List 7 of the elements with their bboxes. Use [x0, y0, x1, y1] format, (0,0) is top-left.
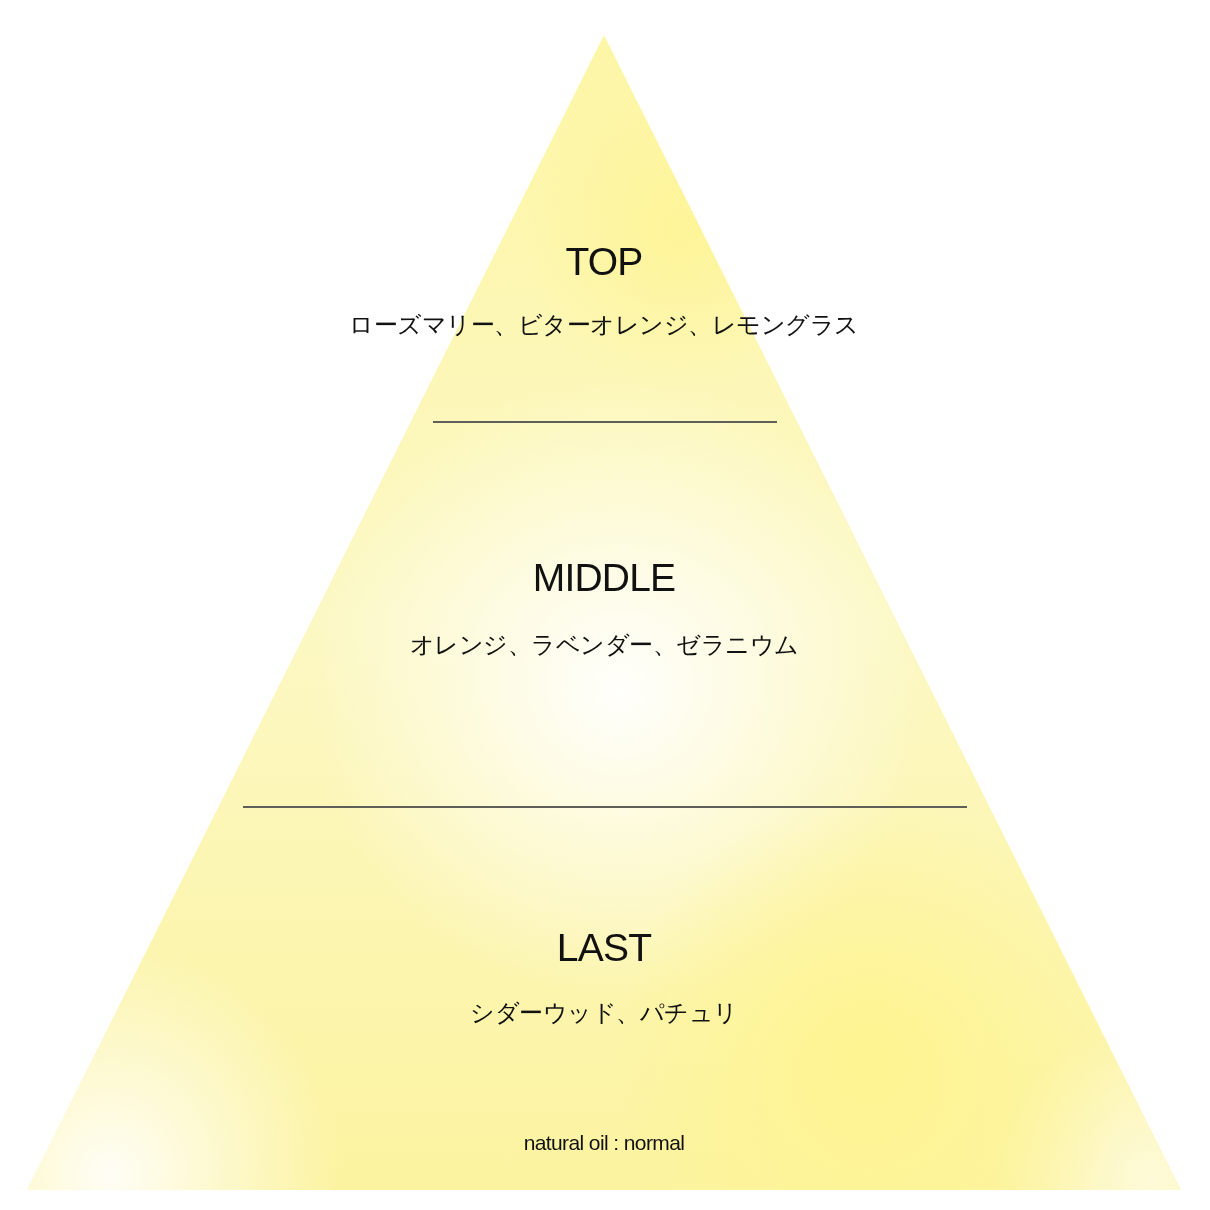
ingredient-list: ローズマリー、ビターオレンジ、レモングラス — [349, 311, 859, 339]
footnote-text: natural oil : normal — [523, 1130, 685, 1156]
tier-heading: TOP — [565, 239, 643, 285]
ingredient-list: シダーウッド、パチュリ — [470, 999, 738, 1027]
ingredient-list: オレンジ、ラベンダー、ゼラニウム — [409, 631, 799, 659]
tier-heading: MIDDLE — [532, 555, 676, 601]
tier-heading: LAST — [556, 925, 652, 971]
